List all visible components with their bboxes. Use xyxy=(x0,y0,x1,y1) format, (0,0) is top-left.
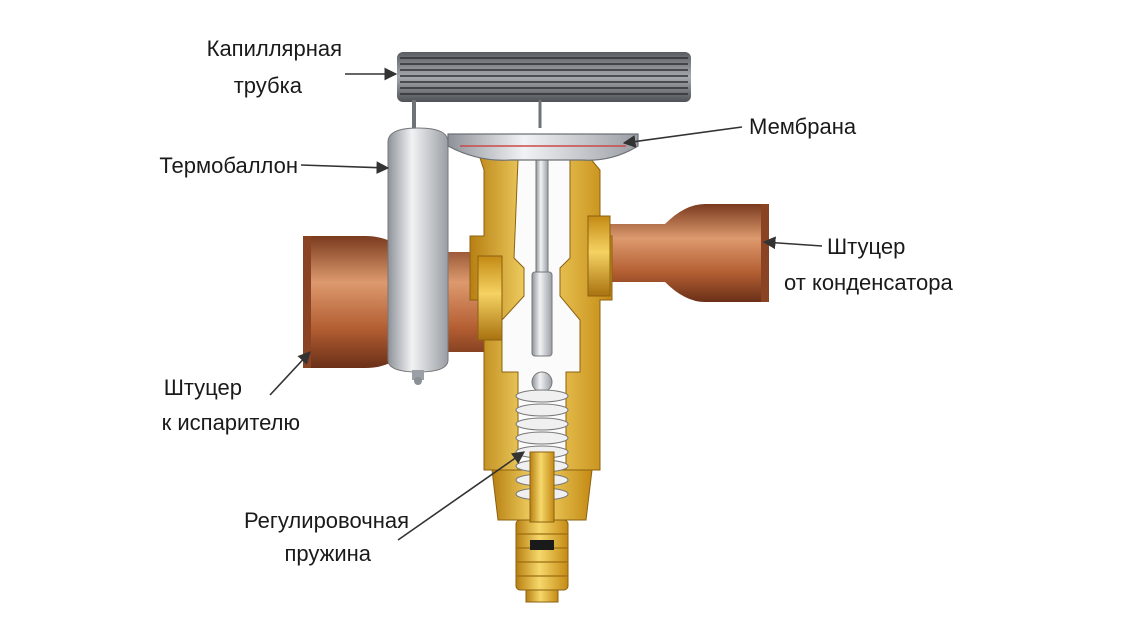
leader-inlet xyxy=(269,351,311,396)
leader-outlet xyxy=(762,236,823,250)
label-capillary-line2: трубка xyxy=(234,73,303,98)
label-spring-line2: пружина xyxy=(284,541,371,566)
labels: Капиллярная трубка Термобаллон Мембрана … xyxy=(159,36,953,566)
leader-lines xyxy=(269,67,823,541)
thermobulb xyxy=(387,127,449,385)
label-membrane: Мембрана xyxy=(749,114,857,139)
leader-spring xyxy=(397,451,526,541)
capillary-coil xyxy=(397,52,691,132)
leader-thermobulb xyxy=(300,161,390,174)
label-outlet-line1: Штуцер xyxy=(827,234,905,259)
label-spring-line1: Регулировочная xyxy=(244,508,409,533)
membrane-housing xyxy=(447,133,639,161)
leader-membrane xyxy=(622,126,743,148)
label-inlet-line1: Штуцер xyxy=(164,375,242,400)
outlet-pipe xyxy=(595,204,769,302)
label-inlet-line2: к испарителю xyxy=(162,410,300,435)
adjusting-spring xyxy=(515,389,569,523)
label-outlet-line2: от конденсатора xyxy=(784,270,953,295)
label-capillary-line1: Капиллярная xyxy=(207,36,342,61)
label-thermobulb: Термобаллон xyxy=(159,153,298,178)
